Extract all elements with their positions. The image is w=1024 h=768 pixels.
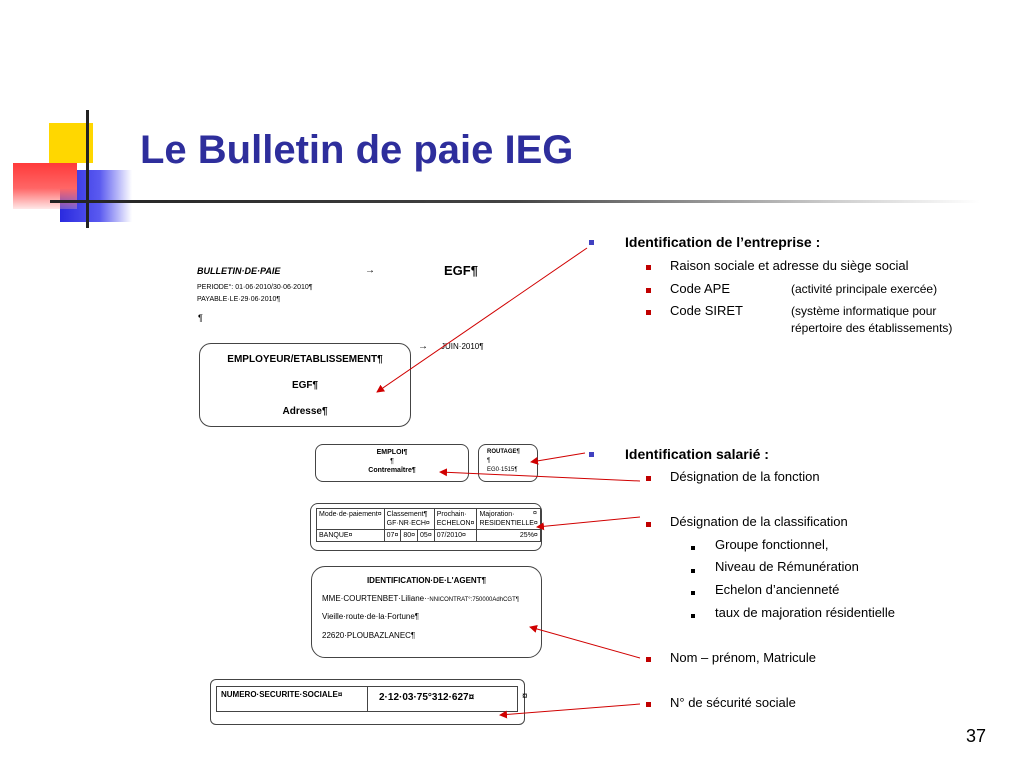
payslip-heading: BULLETIN·DE·PAIE (197, 266, 281, 276)
bullet-sub-echelon: Echelon d’ancienneté (715, 582, 840, 597)
secu-end-mark: ¤ (522, 691, 528, 702)
bullet-salarie-title: Identification salarié : (625, 446, 769, 462)
bullet-classification: Désignation de la classification (670, 514, 848, 529)
payslip-month: JUIN·2010¶ (441, 342, 484, 351)
emploi-label: EMPLOI¶ (376, 449, 408, 456)
bullet-nom: Nom – prénom, Matricule (670, 650, 816, 665)
bullet-siret-label: Code SIRET (670, 303, 743, 318)
bullet-l2 (646, 702, 651, 707)
bullet-siret-desc-1: (système informatique pour (791, 304, 937, 318)
secu-box: NUMERO·SECURITE·SOCIALE¤ 2·12·03·75°312·… (210, 679, 525, 725)
secu-label: NUMERO·SECURITE·SOCIALE¤ (221, 690, 343, 699)
routage-value: EG0·1515¶ (487, 467, 518, 473)
bullet-l2 (646, 265, 651, 270)
table-cell: BANQUE¤ (316, 529, 385, 542)
agent-contract: NNICONTRAT°:750000AdhCGT¶ (429, 597, 519, 603)
bullet-l2 (646, 657, 651, 662)
slide-title: Le Bulletin de paie IEG (140, 128, 574, 172)
bullet-secu: N° de sécurité sociale (670, 695, 796, 710)
bullet-l2 (646, 522, 651, 527)
arrow-entreprise (376, 247, 588, 393)
emploi-pilcrow: ¶ (390, 458, 394, 465)
arrow-routage (530, 452, 586, 465)
table-cell: 25%¤ (476, 529, 541, 542)
table-cell: 07¤ (383, 529, 402, 542)
bullet-sub-niveau: Niveau de Rémunération (715, 559, 859, 574)
arrow-fonction (439, 468, 641, 482)
agent-name: MME·COURTENBET·Liliane·· (322, 594, 430, 603)
bullet-siret-desc-2: répertoire des établissements) (791, 321, 953, 335)
routage-pilcrow: ¶ (487, 458, 491, 464)
agent-street: Vieille·route·de·la·Fortune¶ (322, 612, 420, 621)
page-number: 37 (966, 726, 987, 746)
secu-divider (367, 687, 368, 711)
bullet-l1 (589, 240, 594, 245)
payable-date: PAYABLE·LE·29·06·2010¶ (197, 296, 281, 303)
bullet-l1 (589, 452, 594, 457)
bullet-sub-taux: taux de majoration résidentielle (715, 605, 895, 620)
bullet-ape-desc: (activité principale exercée) (791, 282, 938, 296)
bullet-l2 (646, 288, 651, 293)
secu-value: 2·12·03·75°312·627¤ (379, 692, 475, 703)
bullet-ape-label: Code APE (670, 281, 730, 296)
arrow-secu (499, 703, 641, 719)
bullet-l3 (691, 569, 695, 573)
periode: PERIODE°: 01·06·2010/30·06·2010¶ (197, 284, 313, 291)
bullet-l2 (646, 310, 651, 315)
title-underline (50, 200, 980, 203)
logo-vertical-line (86, 110, 89, 228)
agent-label: IDENTIFICATION·DE·L'AGENT¶ (366, 576, 487, 585)
bullet-l3 (691, 546, 695, 550)
employer-label: EMPLOYEUR/ETABLISSEMENT¶ (227, 354, 383, 365)
bullet-raison: Raison sociale et adresse du siège socia… (670, 258, 909, 273)
secu-table: NUMERO·SECURITE·SOCIALE¤ 2·12·03·75°312·… (216, 686, 518, 712)
agent-box: IDENTIFICATION·DE·L'AGENT¶ MME·COURTENBE… (311, 566, 542, 658)
classification-box: Mode·de·paiement¤ Classement¶ GF·NR·ECH¤… (310, 503, 542, 551)
table-row: BANQUE¤ 07¤ 80¤ 05¤ 07/2010¤ 25%¤ (316, 529, 541, 542)
employer-box: EMPLOYEUR/ETABLISSEMENT¶ EGF¶ Adresse¶ (199, 343, 411, 427)
arrow-classification (536, 516, 641, 531)
bullet-fonction: Désignation de la fonction (670, 469, 820, 484)
company-code: EGF¶ (444, 263, 478, 278)
bullet-sub-groupe: Groupe fonctionnel, (715, 537, 829, 552)
table-header-cell: Majoration· RESIDENTIELLE¤ (476, 508, 541, 530)
employer-code: EGF¶ (291, 380, 319, 391)
classification-table: Mode·de·paiement¤ Classement¶ GF·NR·ECH¤… (316, 508, 541, 542)
employer-address: Adresse¶ (282, 406, 328, 417)
pilcrow: ¶ (198, 313, 203, 323)
logo-yellow-square (49, 123, 93, 163)
arrow-2: → (418, 341, 428, 352)
table-end-mark: ¤ (533, 510, 537, 517)
agent-city: 22620·PLOUBAZLANEC¶ (322, 631, 416, 640)
bullet-l3 (691, 614, 695, 618)
bullet-l3 (691, 591, 695, 595)
bullet-entreprise-title: Identification de l’entreprise : (625, 234, 821, 250)
bullet-l2 (646, 476, 651, 481)
arrow-1: → (365, 265, 375, 276)
routage-label: ROUTAGE¶ (487, 449, 520, 455)
emploi-value: Contremaître¶ (368, 467, 416, 474)
table-cell: 80¤ (400, 529, 419, 542)
agent-name-line: MME·COURTENBET·Liliane··NNICONTRAT°:7500… (322, 594, 519, 603)
arrow-nom (529, 625, 641, 659)
